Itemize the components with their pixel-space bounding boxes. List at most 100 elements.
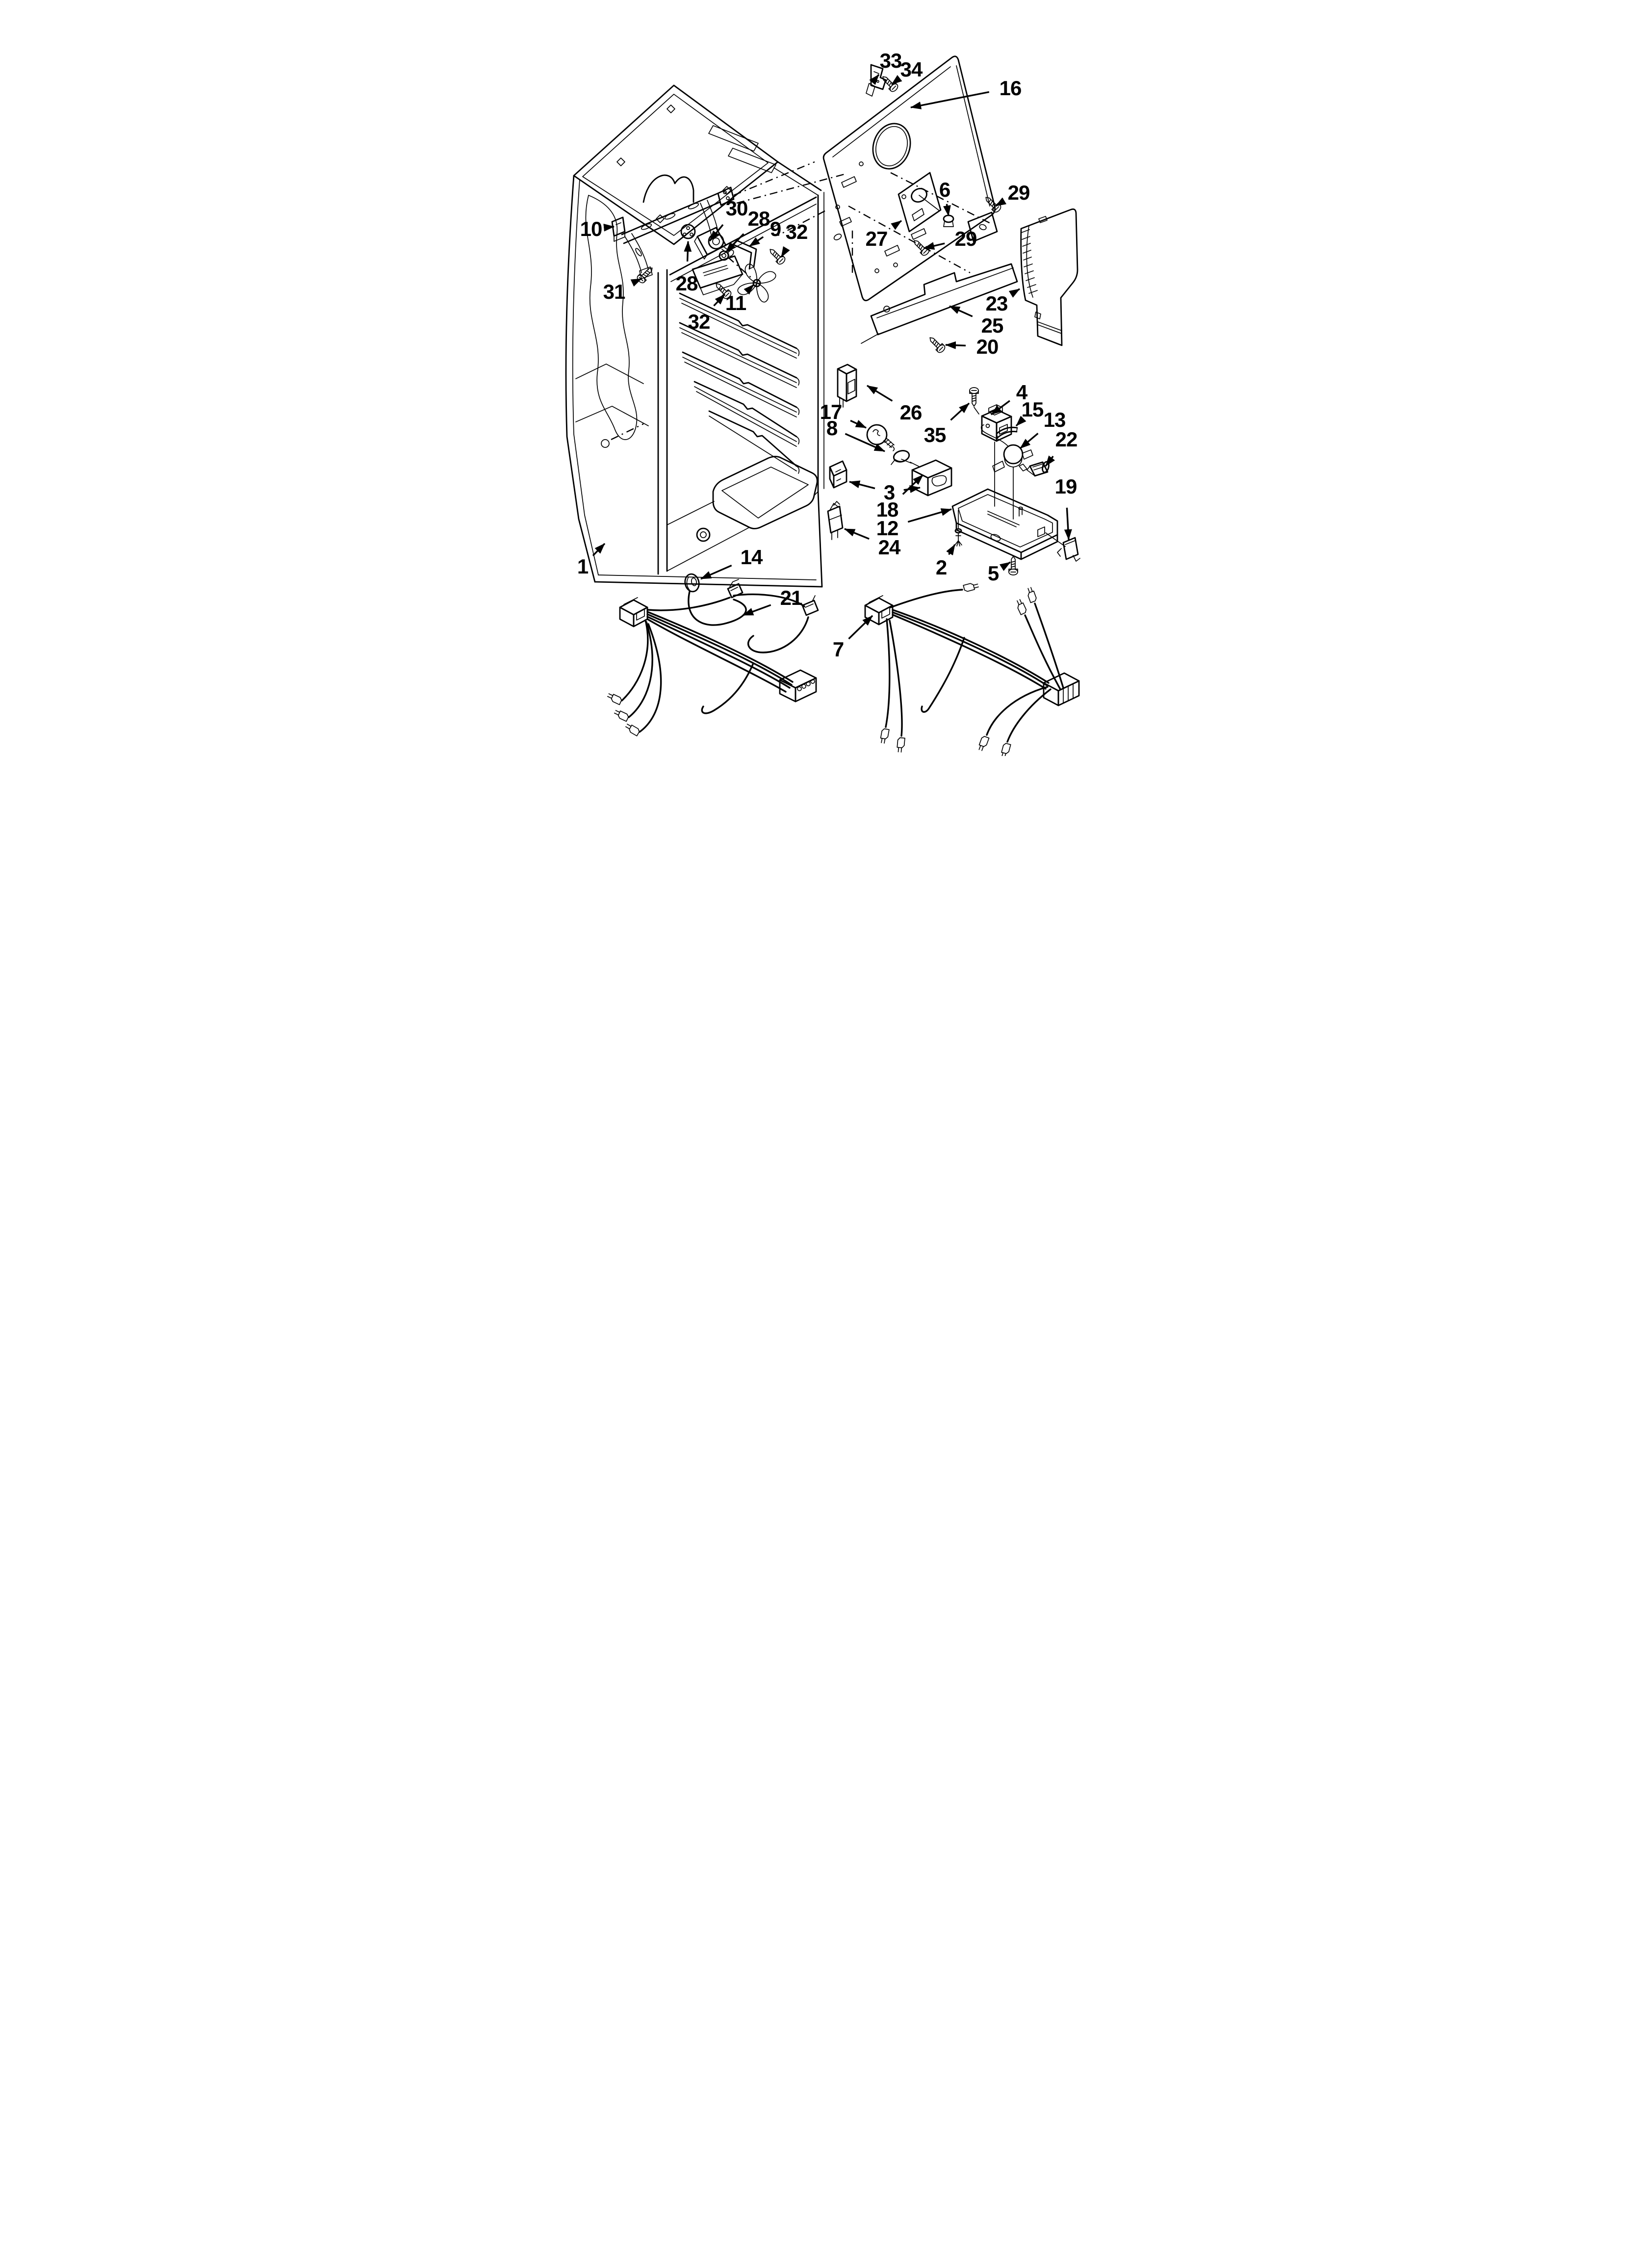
callout-35: 35 [924, 423, 946, 446]
callout-arrow-5 [999, 561, 1011, 571]
multi-pin-connector [1043, 672, 1080, 706]
rail-end-plate [717, 186, 735, 206]
callout-arrow-34 [891, 75, 902, 85]
grommet-28a [680, 224, 696, 239]
clip-6 [943, 214, 954, 227]
callout-10: 10 [580, 217, 602, 240]
callout-2: 2 [936, 556, 947, 579]
fan-blade-11 [737, 263, 776, 303]
callout-arrow-30 [709, 224, 724, 242]
spade-terminal [963, 581, 979, 593]
bracket-10 [611, 216, 626, 242]
switch-19 [1045, 532, 1080, 562]
callout-arrow-26 [867, 385, 893, 402]
multi-pin-connector [779, 669, 817, 703]
push-fastener-2 [954, 510, 962, 547]
harness-connector [864, 595, 894, 626]
spade-terminal [624, 722, 641, 736]
callout-28: 28 [676, 272, 698, 295]
callout-arrow-23 [1008, 288, 1020, 298]
callout-arrow-8 [845, 433, 885, 452]
bracket-tray-12 [951, 488, 1058, 560]
callout-20: 20 [976, 335, 999, 358]
shelf-panel-25 [861, 263, 1018, 344]
callout-18: 18 [876, 498, 898, 521]
small-connector [801, 595, 819, 616]
refrigerator-liner [565, 84, 824, 588]
callout-arrow-18 [902, 474, 924, 495]
callout-22: 22 [1055, 428, 1078, 451]
callout-15: 15 [1022, 398, 1044, 421]
callout-32: 32 [688, 310, 710, 333]
air-duct-cover-23 [1020, 208, 1078, 346]
light-bulb-17 [866, 424, 895, 451]
louver-hatch [1021, 229, 1038, 294]
callout-29: 29 [1008, 181, 1030, 204]
motor-mount-plate [692, 255, 744, 295]
callout-arrow-31 [630, 278, 642, 287]
callout-24: 24 [878, 536, 901, 559]
shelf-rails [679, 292, 800, 474]
access-plate-27 [898, 172, 942, 233]
callout-arrow-12 [907, 508, 952, 523]
callout-19: 19 [1055, 475, 1077, 498]
callout-arrow-28 [725, 233, 744, 253]
callout-4: 4 [1016, 381, 1028, 404]
callout-arrow-21 [743, 604, 771, 616]
spade-terminal [1000, 742, 1011, 756]
spade-terminal [613, 708, 630, 722]
callout-arrow-3 [849, 480, 875, 490]
callout-arrow-2 [946, 544, 956, 556]
callout-arrow-15 [1015, 416, 1026, 427]
spade-terminal [1014, 598, 1028, 615]
callout-arrow-16 [910, 91, 990, 109]
callout-25: 25 [981, 314, 1003, 337]
switch-24 [827, 501, 844, 540]
callout-arrow-24 [844, 528, 870, 540]
spade-terminal [896, 737, 905, 753]
callout-arrow-35 [950, 402, 970, 421]
callout-arrow-11 [744, 284, 755, 295]
callout-32: 32 [786, 220, 808, 243]
callout-34: 34 [900, 58, 923, 81]
parts-diagram-canvas: 3334161030289323128321127629292325202617… [547, 0, 1095, 756]
callout-3: 3 [884, 481, 895, 504]
callout-9: 9 [770, 217, 781, 240]
screw-34 [879, 73, 900, 94]
callout-7: 7 [833, 638, 844, 661]
callout-26: 26 [900, 401, 922, 424]
callout-16: 16 [1000, 77, 1022, 100]
callout-arrow-14 [700, 565, 732, 580]
callout-arrow-29 [924, 242, 945, 250]
callout-27: 27 [866, 227, 888, 250]
callout-arrow-32 [713, 293, 726, 307]
harness-connector [619, 597, 648, 627]
bulb-socket-8 [891, 450, 921, 468]
callout-13: 13 [1044, 408, 1066, 431]
callout-arrow-13 [1019, 433, 1039, 449]
callout-arrow-1 [592, 543, 606, 556]
callout-1: 1 [577, 555, 589, 578]
wire-shield-15 [996, 426, 1018, 439]
screw-32a [766, 245, 787, 266]
small-connector [727, 579, 744, 599]
wiring-harness-21 [606, 579, 819, 736]
callout-30: 30 [726, 197, 748, 220]
callout-29: 29 [955, 227, 977, 250]
callout-arrow-33 [869, 74, 880, 85]
callout-arrow-19 [1064, 507, 1072, 540]
spade-terminal [1025, 586, 1038, 603]
callout-arrow-22 [1045, 455, 1055, 467]
wiring-harness-7 [864, 581, 1080, 756]
rear-panel-16 [777, 55, 998, 301]
callout-arrow-17 [850, 419, 867, 429]
callout-arrow-3 [903, 485, 921, 493]
callout-6: 6 [939, 178, 950, 201]
grommet-14 [684, 573, 700, 593]
top-mounting-rail [611, 161, 847, 279]
callout-arrow-9 [749, 236, 764, 247]
callout-arrow-4 [990, 400, 1010, 416]
spade-terminal [879, 728, 890, 744]
callout-arrow-25 [949, 305, 973, 317]
